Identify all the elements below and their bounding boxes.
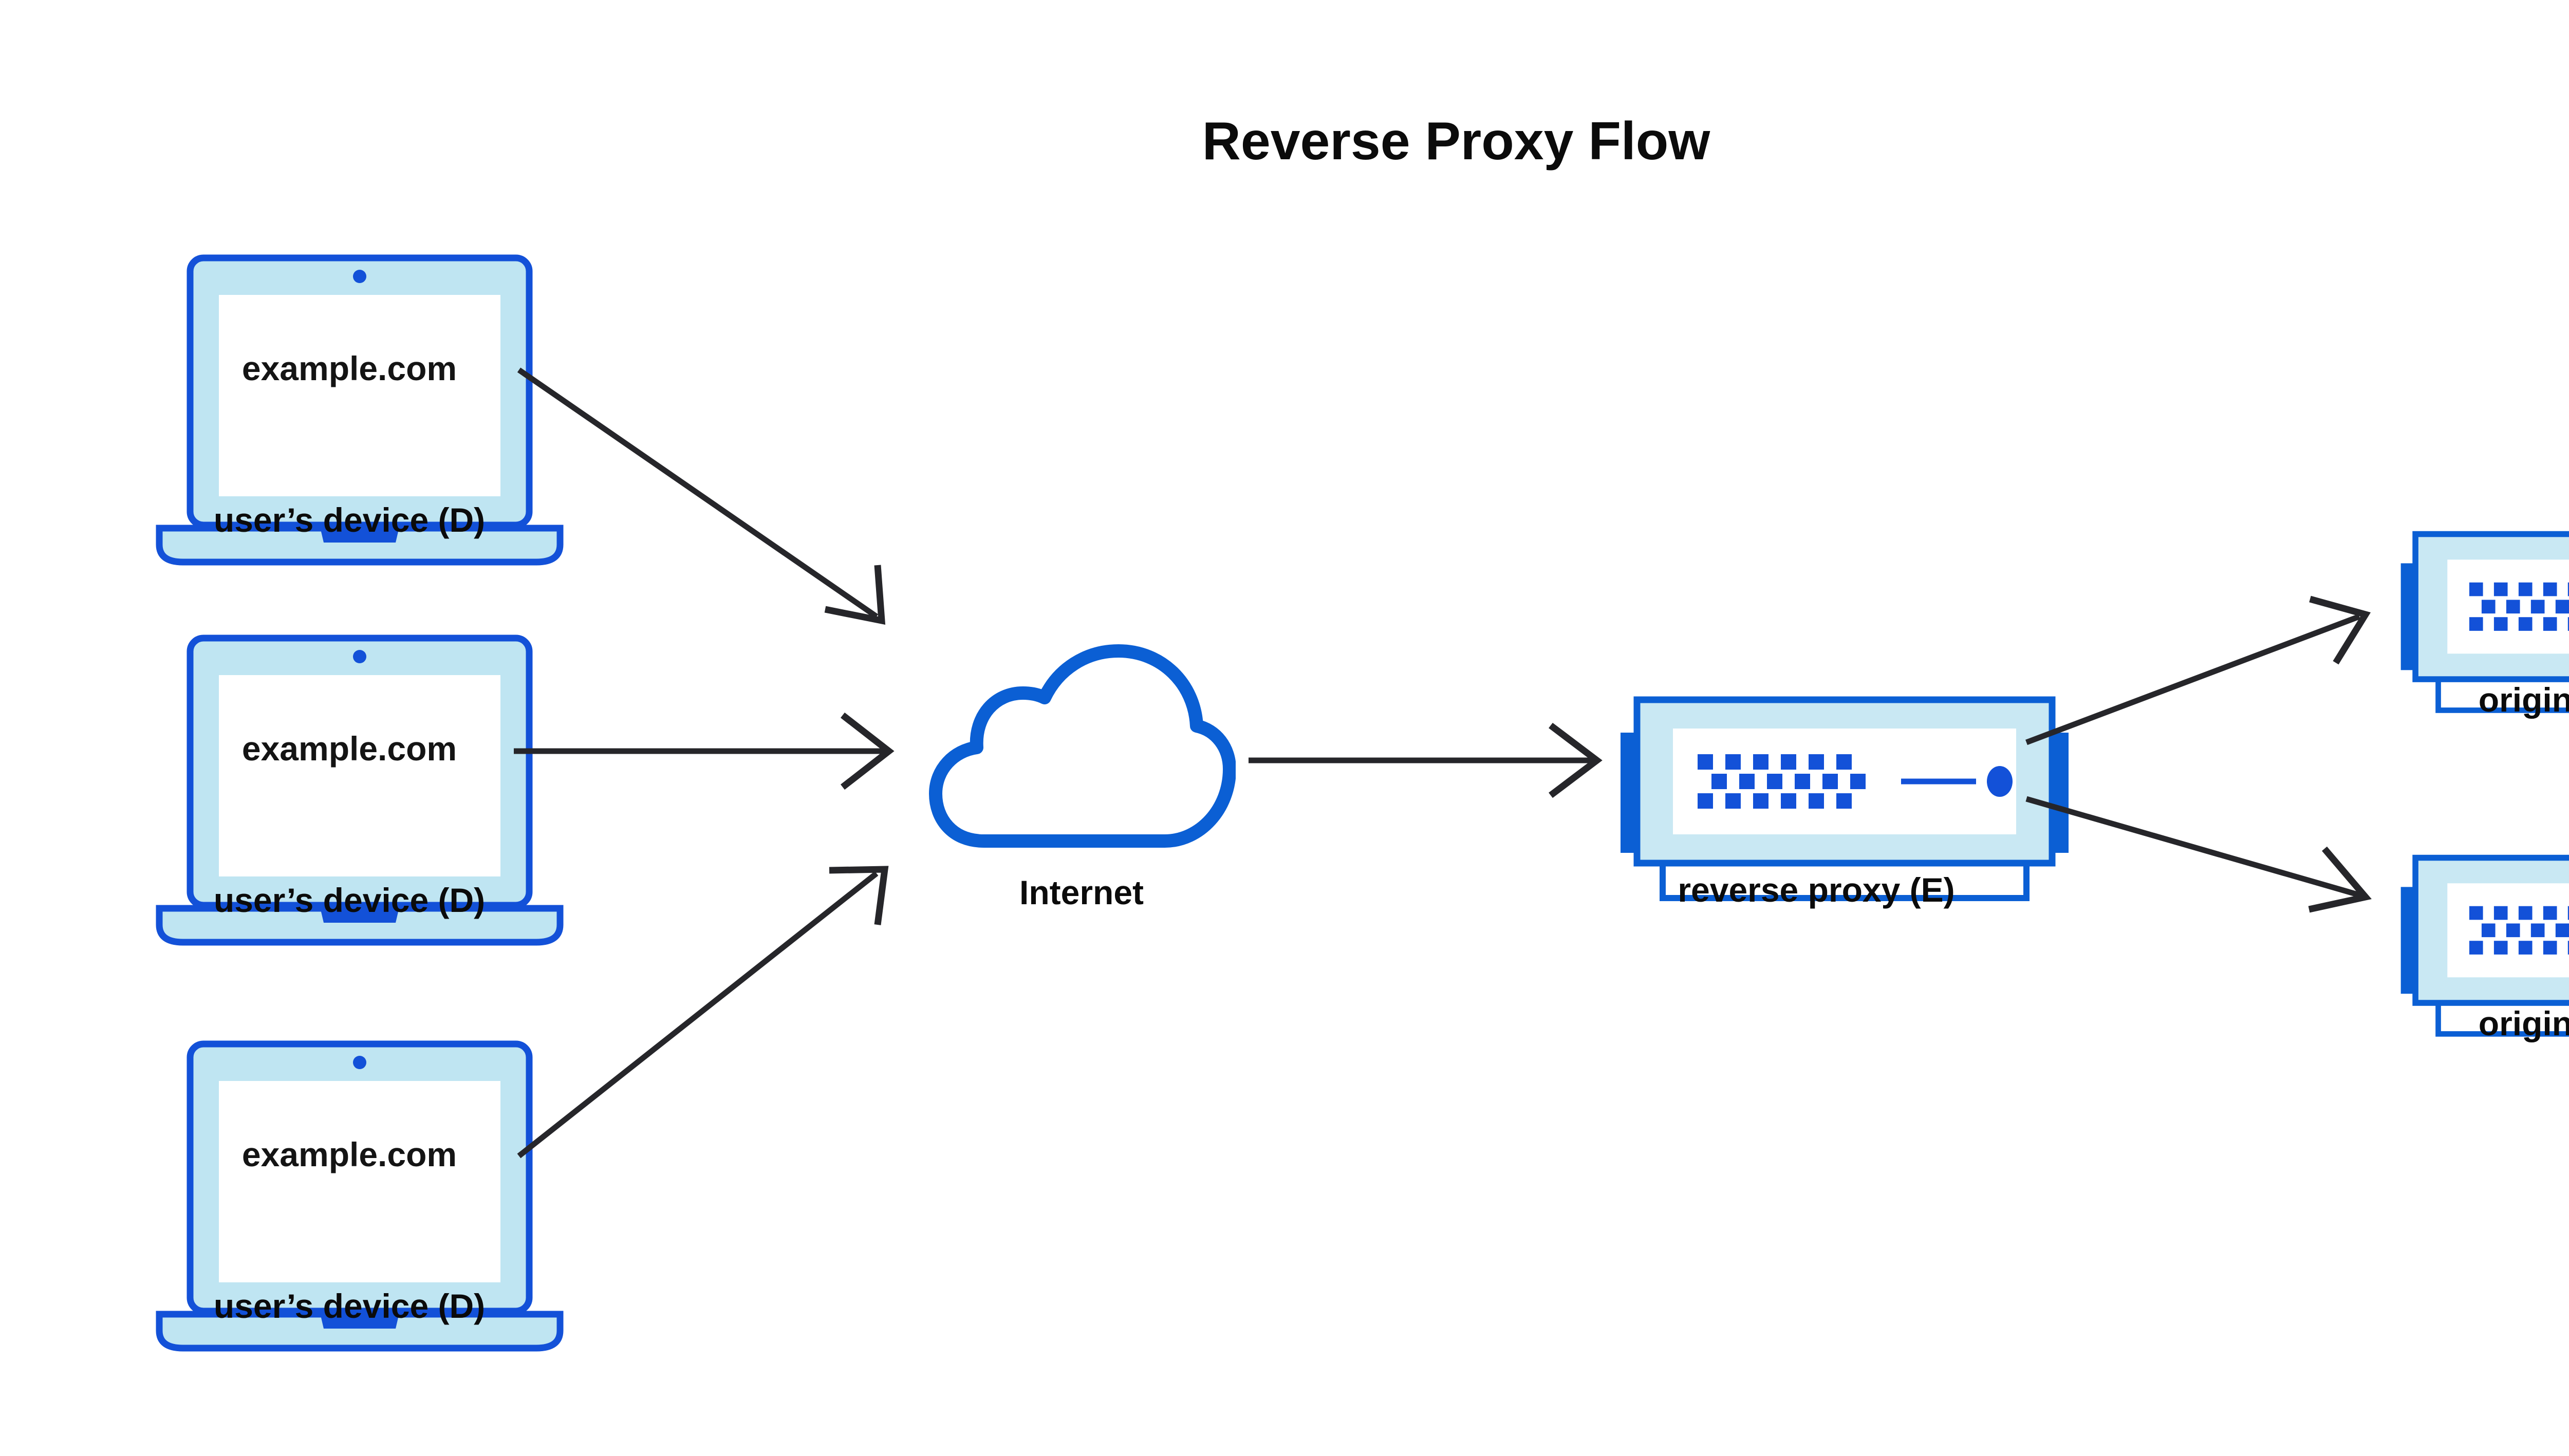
client-label-top: user’s device (D): [214, 501, 485, 539]
client-node-top[interactable]: example.com user’s device (D): [159, 258, 560, 562]
origin-node-top[interactable]: origin server (F): [2401, 534, 2569, 719]
edge-internet-to-reverse-proxy: [1249, 722, 1603, 798]
internet-node[interactable]: Internet: [936, 651, 1230, 911]
internet-label: Internet: [1019, 873, 1144, 911]
origin-label-top: origin server (F): [2479, 681, 2569, 719]
reverse-proxy-node[interactable]: reverse proxy (E): [1621, 700, 2069, 909]
page-title: Reverse Proxy Flow: [1202, 111, 1711, 171]
reverse-proxy-label: reverse proxy (E): [1678, 871, 1954, 909]
client-node-bottom[interactable]: example.com user’s device (D): [159, 1044, 560, 1348]
server-icon: [1621, 700, 2069, 898]
client-label-middle: user’s device (D): [214, 881, 485, 919]
client-label-bottom: user’s device (D): [214, 1287, 485, 1325]
origin-label-bottom: origin server (F): [2479, 1004, 2569, 1042]
edge-reverse-proxy-to-origin-top: [2025, 595, 2371, 745]
edge-client-bottom-to-internet: [517, 866, 889, 1159]
origin-node-bottom[interactable]: origin server (F): [2401, 858, 2569, 1042]
laptop-screen-url: example.com: [242, 1135, 457, 1173]
edge-client-middle-to-internet: [514, 712, 895, 790]
edge-reverse-proxy-to-origin-bottom: [2025, 796, 2372, 913]
edge-client-top-to-internet: [517, 367, 886, 625]
client-node-middle[interactable]: example.com user’s device (D): [159, 638, 560, 942]
laptop-screen-url: example.com: [242, 349, 457, 387]
laptop-screen-url: example.com: [242, 730, 457, 768]
